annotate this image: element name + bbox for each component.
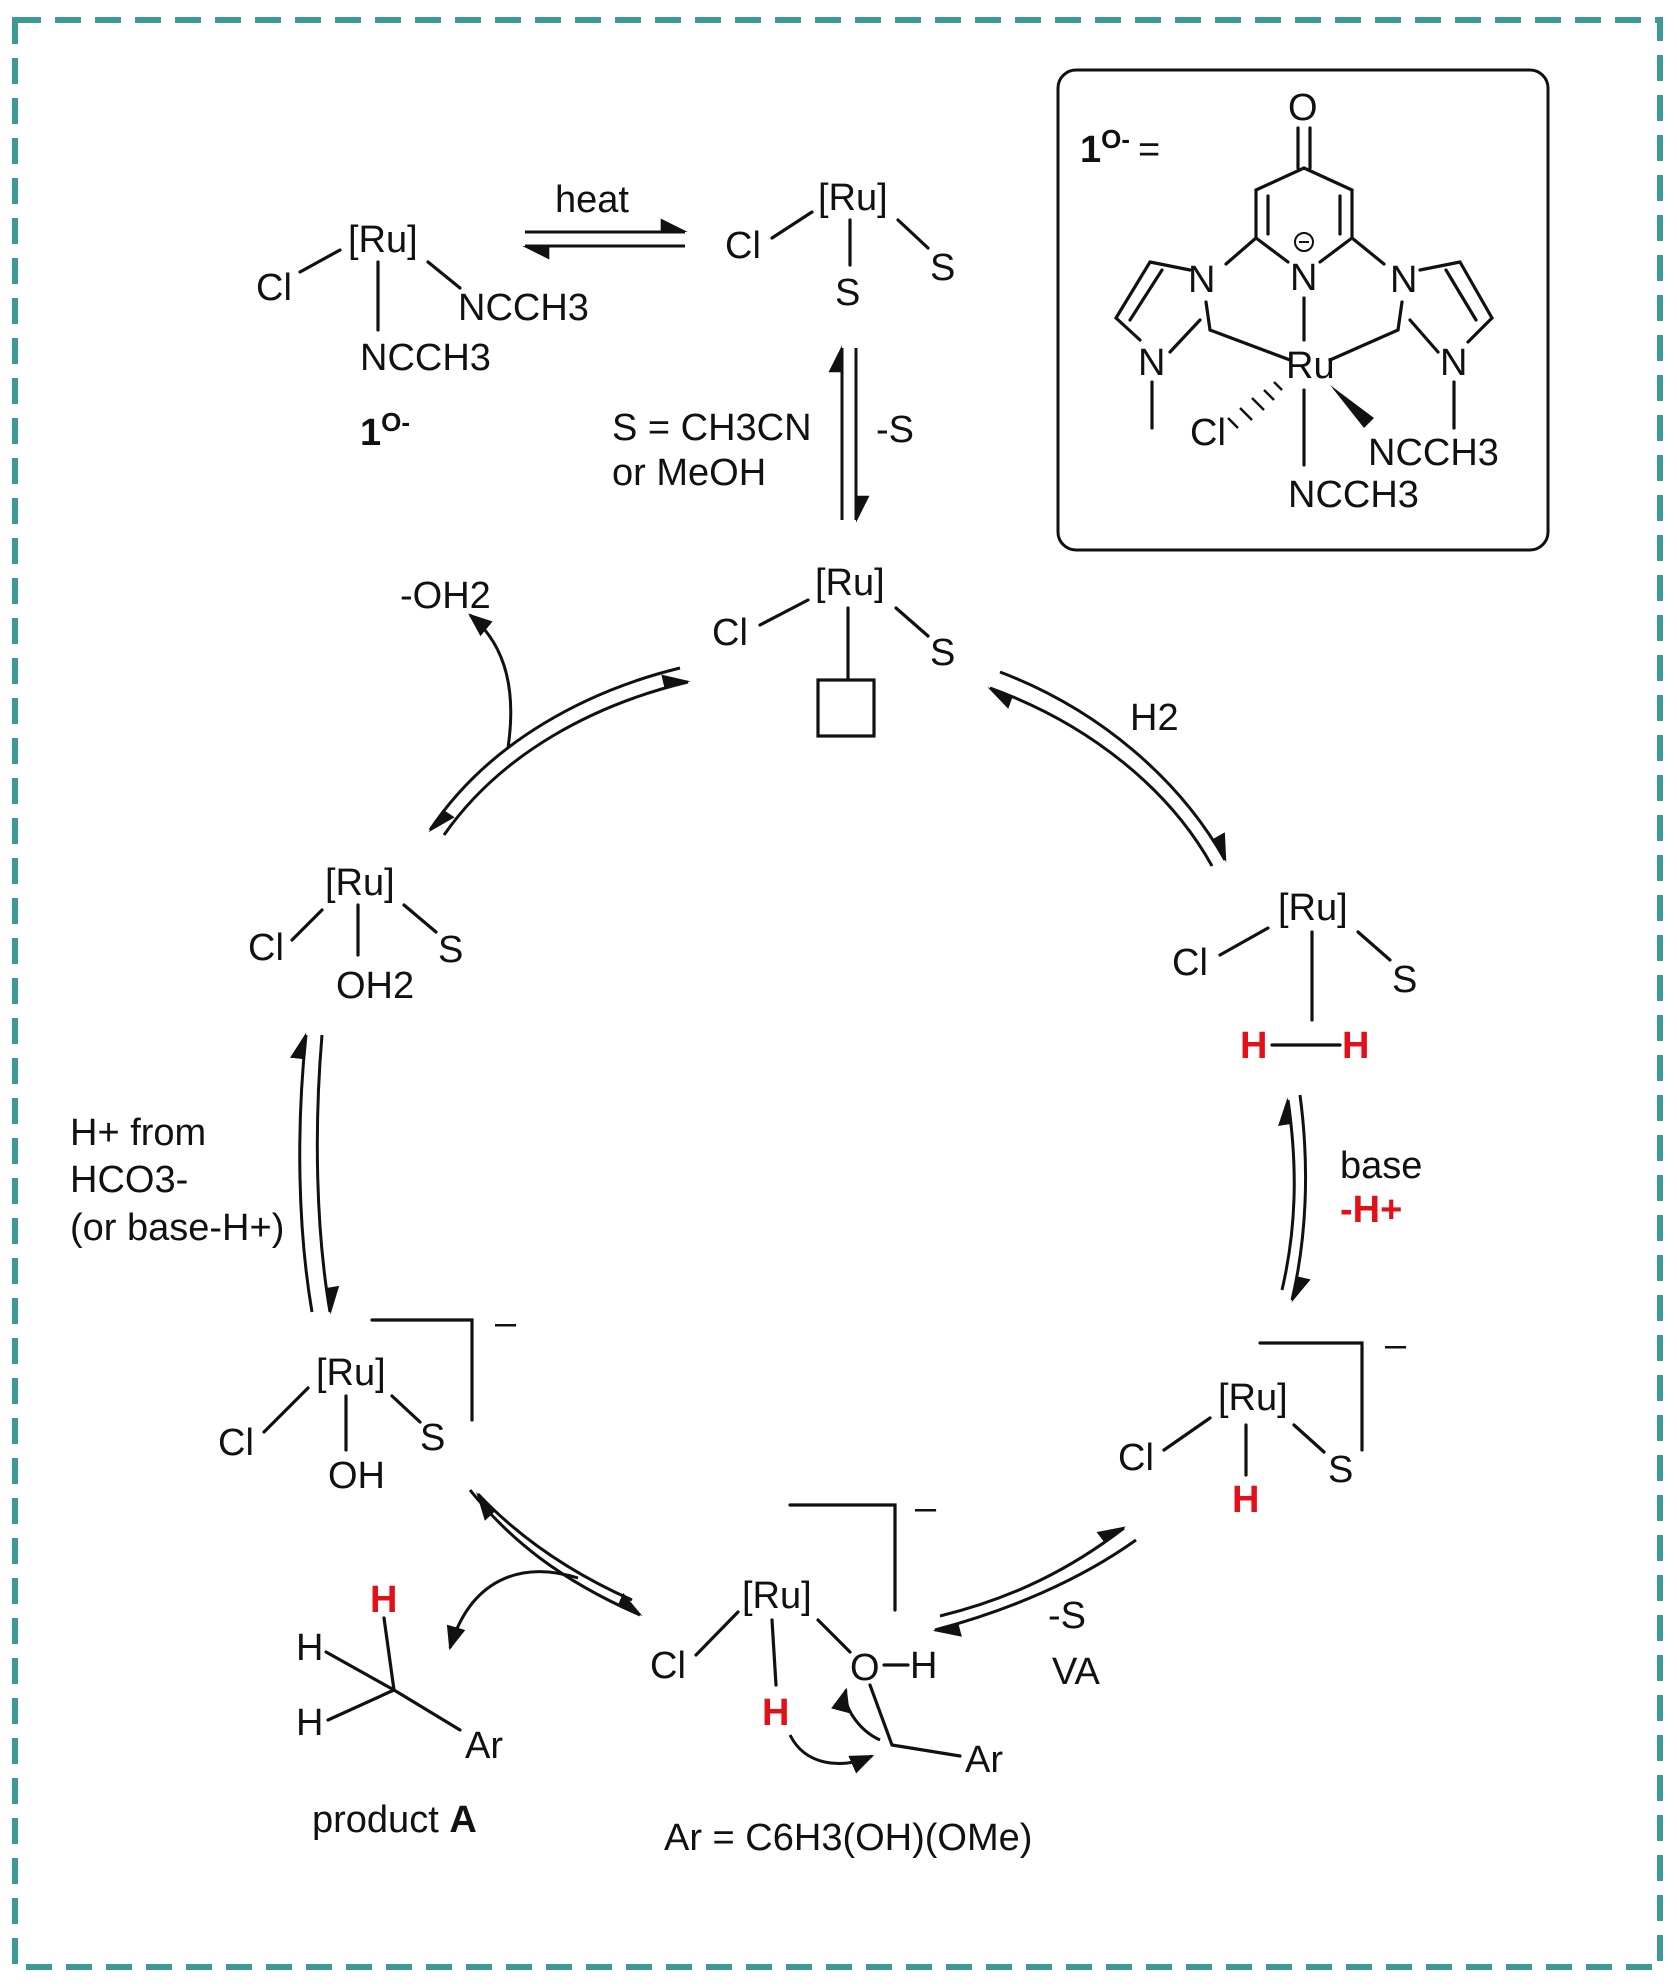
anionic-charge-bracket-icon	[788, 1503, 897, 1612]
aquo-equilibrium-arrow-icon: -OH2	[400, 575, 691, 836]
ru-hydroxo-anion-complex: – [Ru] Cl S OH	[218, 1302, 517, 1497]
ru-hydride-anion-complex: – [Ru] Cl S H	[1118, 1324, 1407, 1521]
protonation-equilibrium-arrow-icon: H+ from HCO3- (or base-H+)	[70, 1032, 340, 1315]
svg-text:NCCH3: NCCH3	[1368, 432, 1499, 474]
svg-text:H: H	[296, 1702, 323, 1744]
svg-text:Ru: Ru	[1286, 345, 1335, 387]
svg-text:S: S	[438, 929, 463, 971]
svg-text:Cl: Cl	[650, 1645, 686, 1687]
svg-text:H: H	[910, 1645, 937, 1687]
svg-text:N: N	[1440, 342, 1467, 384]
svg-text:H: H	[1240, 1025, 1267, 1067]
svg-text:Cl: Cl	[248, 927, 284, 969]
minus-h-plus-label: -H+	[1340, 1189, 1402, 1231]
svg-text:S: S	[1328, 1449, 1353, 1491]
ru-label: [Ru]	[348, 219, 418, 261]
svg-text:S: S	[1392, 959, 1417, 1001]
base-label: base	[1340, 1145, 1422, 1187]
solvent-loss-equilibrium-arrow-icon: S = CH3CN or MeOH -S	[612, 345, 914, 523]
svg-text:Cl: Cl	[712, 612, 748, 654]
anionic-charge-bracket-icon	[370, 1318, 474, 1422]
curved-arrow-icon	[831, 1687, 881, 1742]
minus-oh2-label: -OH2	[400, 575, 491, 617]
svg-text:N: N	[1390, 259, 1417, 301]
hash-bond-icon	[1227, 381, 1283, 429]
svg-text:O: O	[1288, 87, 1318, 129]
ar-definition: Ar = C6H3(OH)(OMe)	[664, 1817, 1032, 1859]
svg-text:N: N	[1188, 259, 1215, 301]
svg-text:OH: OH	[328, 1455, 385, 1497]
svg-text:H: H	[762, 1692, 789, 1734]
svg-text:–: –	[495, 1302, 517, 1344]
ru-vacant-site-complex: [Ru] Cl S	[712, 562, 955, 738]
cl-label: Cl	[256, 267, 292, 309]
svg-text:NCCH3: NCCH3	[1288, 474, 1419, 516]
nccH3-label-2: NCCH3	[360, 337, 491, 379]
inset-complex-label: 1O-=	[1080, 124, 1160, 171]
h-plus-from-line-2: HCO3-	[70, 1159, 188, 1201]
svg-text:Ar: Ar	[465, 1725, 503, 1767]
anionic-charge-bracket-icon	[1258, 1341, 1364, 1452]
vacant-site-square-icon	[816, 678, 876, 738]
svg-text:O: O	[850, 1647, 880, 1689]
svg-text:S: S	[835, 272, 860, 314]
svg-text:Cl: Cl	[218, 1422, 254, 1464]
svg-text:Cl: Cl	[725, 225, 761, 267]
svg-text:[Ru]: [Ru]	[1278, 887, 1348, 929]
wedge-bond-icon	[1330, 385, 1374, 428]
s-definition-line-2: or MeOH	[612, 452, 766, 494]
substrate-binding-equilibrium-arrow-icon: -S VA	[932, 1526, 1137, 1693]
ru-bis-solvent-complex: [Ru] Cl S S	[725, 177, 955, 314]
svg-text:[Ru]: [Ru]	[742, 1575, 812, 1617]
svg-text:H: H	[1342, 1025, 1369, 1067]
deprotonation-equilibrium-arrow-icon: base -H+	[1278, 1094, 1422, 1303]
svg-text:–: –	[915, 1487, 937, 1529]
svg-text:[Ru]: [Ru]	[818, 177, 888, 219]
h2-label: H2	[1130, 697, 1179, 739]
minus-s-label-bottom: -S	[1048, 1595, 1086, 1637]
dashed-frame	[12, 17, 1663, 1970]
svg-text:Cl: Cl	[1118, 1437, 1154, 1479]
complex-1-label: 1O-	[360, 407, 410, 454]
svg-text:N: N	[1138, 342, 1165, 384]
h-plus-from-line-3: (or base-H+)	[70, 1207, 284, 1249]
svg-text:S: S	[930, 632, 955, 674]
complex-1-inset: 1O-= O N N N N N	[1056, 68, 1550, 552]
h2-binding-equilibrium-arrow-icon: H2	[987, 670, 1227, 867]
minus-s-label-top: -S	[876, 409, 914, 451]
heat-label: heat	[555, 179, 629, 221]
va-label: VA	[1052, 1651, 1101, 1693]
heat-equilibrium-arrow-icon: heat	[522, 179, 688, 260]
product-release-equilibrium-arrow-icon	[446, 1489, 643, 1651]
ru-aquo-complex: [Ru] Cl S OH2	[248, 862, 463, 1007]
nccH3-label-1: NCCH3	[458, 287, 589, 329]
product-a-structure: H H H Ar product A	[296, 1579, 503, 1841]
svg-text:H: H	[1232, 1479, 1259, 1521]
product-a-label: product A	[312, 1799, 477, 1841]
svg-text:[Ru]: [Ru]	[1218, 1377, 1288, 1419]
svg-text:Cl: Cl	[1172, 942, 1208, 984]
svg-text:S: S	[420, 1417, 445, 1459]
ru-dihydrogen-complex: [Ru] Cl S H H	[1172, 887, 1417, 1067]
complex-1-structure: [Ru] Cl NCCH3 NCCH3 1O-	[256, 219, 589, 454]
svg-text:S: S	[930, 247, 955, 289]
svg-text:H: H	[296, 1627, 323, 1669]
curved-arrow-icon	[788, 1734, 875, 1774]
svg-text:H: H	[370, 1579, 397, 1621]
h-plus-from-line-1: H+ from	[70, 1112, 206, 1154]
svg-text:Cl: Cl	[1190, 412, 1226, 454]
s-definition-line-1: S = CH3CN	[612, 407, 812, 449]
svg-text:[Ru]: [Ru]	[815, 562, 885, 604]
svg-text:N: N	[1290, 257, 1317, 299]
svg-text:–: –	[1385, 1324, 1407, 1366]
svg-text:[Ru]: [Ru]	[316, 1352, 386, 1394]
ru-substrate-transfer-complex: – [Ru] Cl O H Ar H	[650, 1487, 1003, 1781]
svg-text:OH2: OH2	[336, 965, 414, 1007]
svg-text:Ar: Ar	[965, 1739, 1003, 1781]
svg-text:[Ru]: [Ru]	[325, 862, 395, 904]
